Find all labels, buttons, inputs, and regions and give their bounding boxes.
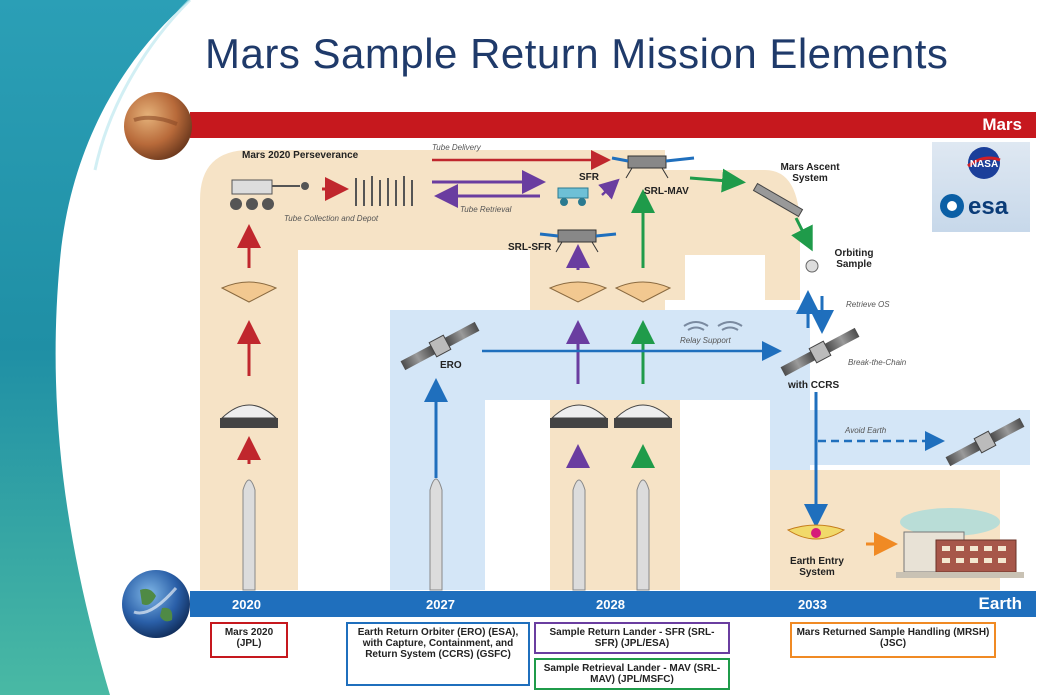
earth-bar: Earth 2020 2027 2028 2033	[190, 591, 1036, 617]
earth-bar-label: Earth	[978, 594, 1022, 613]
sample-tubes-icon	[355, 176, 413, 206]
year-label: 2033	[798, 597, 827, 612]
relay-signal-icon	[683, 321, 743, 331]
earth-planet-icon	[122, 570, 190, 638]
mars-ascent-label: Mars Ascent System	[780, 162, 840, 184]
avoid-earth-label: Avoid Earth	[845, 426, 887, 435]
ero-departure-spacecraft-icon	[945, 417, 1025, 467]
srl-sfr-label: SRL-SFR	[508, 242, 552, 253]
tube-delivery-label: Tube Delivery	[432, 143, 481, 152]
mrsh-box: Mars Returned Sample Handling (MRSH) (JS…	[790, 622, 996, 658]
mars-bar-label: Mars	[982, 115, 1022, 134]
mars2020-box: Mars 2020 (JPL)	[210, 622, 288, 658]
agency-logos: NASA esa	[932, 142, 1030, 232]
ero-label: ERO	[440, 360, 462, 371]
srl-mav-box: Sample Retrieval Lander - MAV (SRL-MAV) …	[534, 658, 730, 690]
year-label: 2020	[232, 597, 261, 612]
esa-logo-text: esa	[968, 193, 1009, 220]
srl-sfr-lander-icon	[539, 229, 617, 253]
sfr-label: SFR	[579, 172, 599, 183]
srl-mav-label: SRL-MAV	[644, 186, 689, 197]
mars-bar: Mars	[190, 112, 1036, 138]
page-title: Mars Sample Return Mission Elements	[205, 30, 949, 77]
srl-sfr-box: Sample Return Lander - SFR (SRL-SFR) (JP…	[534, 622, 730, 654]
perseverance-label: Mars 2020 Perseverance	[242, 150, 359, 161]
nasa-logo-text: NASA	[970, 159, 998, 170]
mars-planet-icon	[124, 92, 192, 160]
srl-mav-lander-icon	[611, 155, 695, 179]
ero-spacecraft-icon	[400, 321, 480, 371]
rocket-icon	[242, 478, 650, 591]
rover-icon	[230, 179, 309, 210]
retrieve-label: Retrieve OS	[846, 300, 890, 309]
year-label: 2027	[426, 597, 455, 612]
mars-ascent-vehicle-icon	[752, 182, 804, 218]
orbiting-sample-icon	[805, 259, 819, 273]
sample-facility-building-icon	[896, 508, 1024, 578]
lander-icon	[220, 404, 672, 428]
earth-entry-label: Earth Entry System	[790, 556, 844, 578]
with-ccrs-label: with CCRS	[788, 380, 840, 391]
break-chain-label: Break-the-Chain	[848, 358, 907, 367]
nasa-logo-icon: NASA	[967, 147, 1001, 179]
esa-logo-icon: esa	[940, 193, 1009, 220]
relay-support-label: Relay Support	[680, 336, 731, 345]
sfr-icon	[557, 187, 589, 206]
ero-ccrs-spacecraft-icon	[780, 327, 860, 377]
tube-collection-label: Tube Collection and Depot	[284, 214, 379, 223]
aeroshell-icon	[220, 281, 672, 303]
earth-entry-capsule-icon	[786, 524, 846, 540]
tube-retrieval-label: Tube Retrieval	[460, 205, 512, 214]
year-label: 2028	[596, 597, 625, 612]
orbiting-sample-label: Orbiting Sample	[834, 248, 874, 270]
ero-box: Earth Return Orbiter (ERO) (ESA), with C…	[346, 622, 530, 686]
